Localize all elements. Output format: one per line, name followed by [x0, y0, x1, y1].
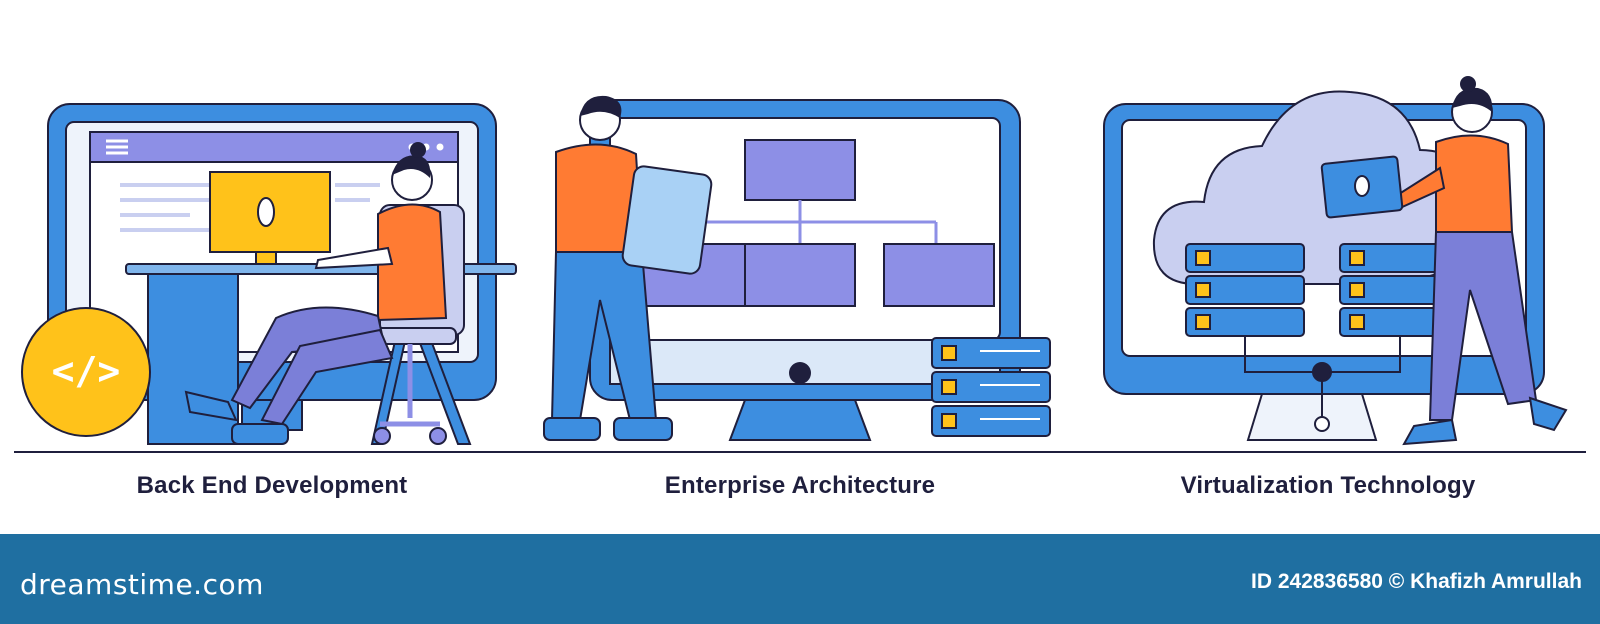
developer-woman	[184, 142, 448, 445]
hamburger-menu-icon	[106, 139, 128, 155]
code-badge-text: </>	[52, 349, 121, 393]
back-end-development-illustration: </>	[21, 103, 517, 445]
code-lines	[120, 183, 380, 232]
architect-man	[543, 95, 713, 441]
enterprise-architecture-illustration	[543, 95, 1051, 441]
caption-enterprise-architecture: Enterprise Architecture	[664, 472, 936, 499]
server-rack	[931, 337, 1051, 437]
woman-with-laptop	[1320, 76, 1568, 446]
footer-bar	[0, 534, 1600, 624]
laptop-device	[1320, 155, 1404, 219]
code-badge: </>	[21, 307, 151, 437]
power-button-icon	[789, 362, 811, 384]
virtualization-technology-illustration	[1103, 76, 1568, 446]
network-connector	[1244, 336, 1401, 432]
desktop-computer	[209, 171, 331, 265]
caption-back-end-development: Back End Development	[136, 472, 408, 499]
brand-logo[interactable]: dreamstime.com	[20, 568, 264, 601]
caption-virtualization-technology: Virtualization Technology	[1180, 472, 1476, 499]
image-credit: ID 242836580 © Khafizh Amrullah	[1251, 570, 1582, 593]
org-chart	[639, 139, 995, 307]
tablet-device	[621, 165, 713, 275]
illustration-canvas: </>	[14, 76, 1586, 453]
server-stack-left	[1185, 243, 1305, 337]
